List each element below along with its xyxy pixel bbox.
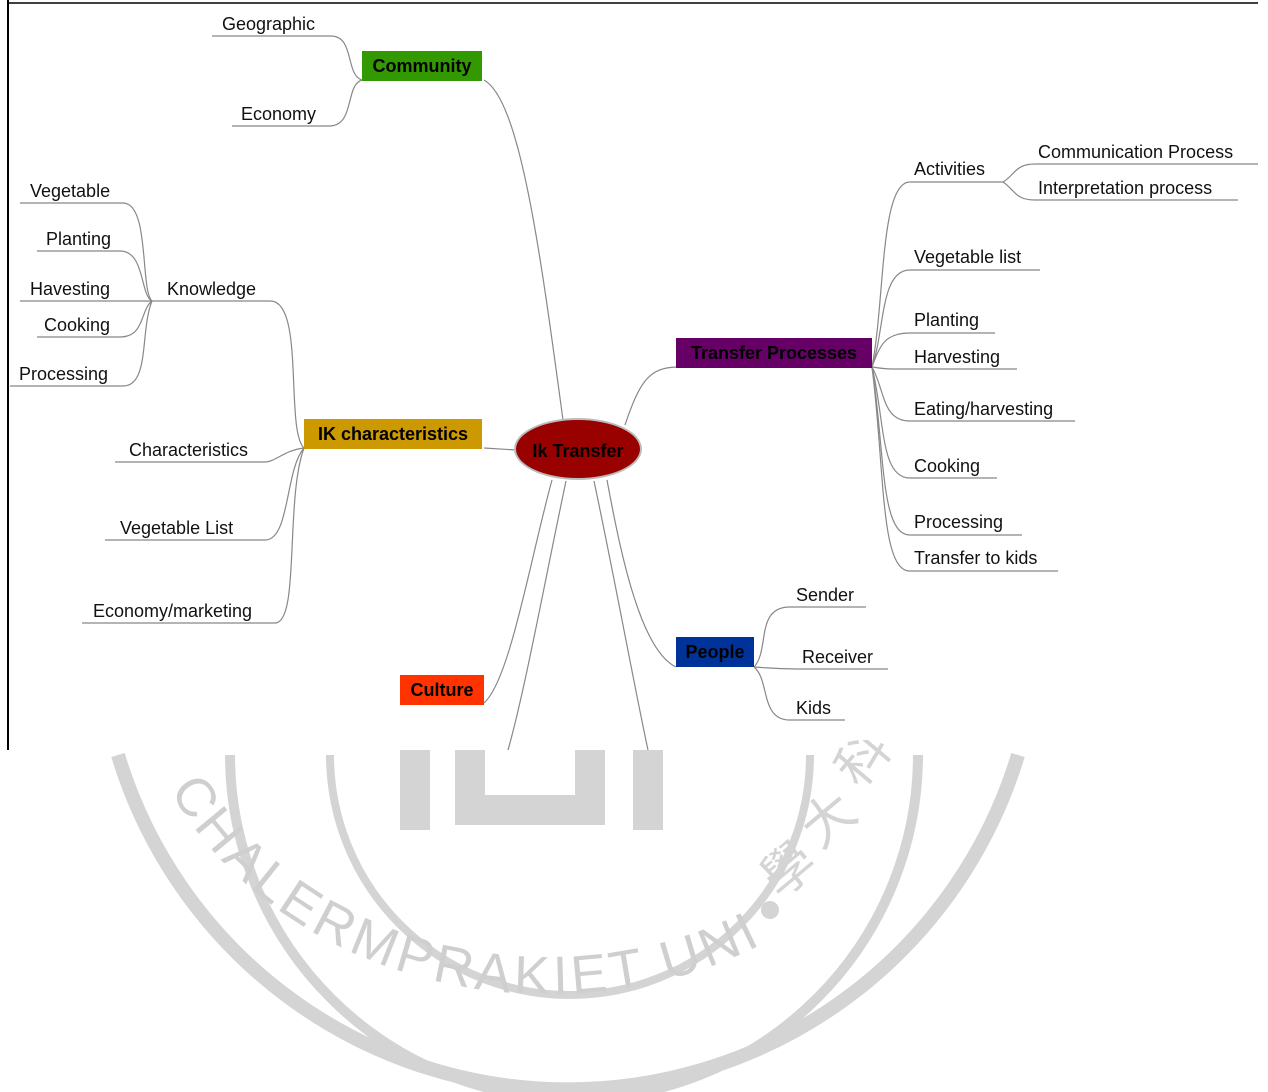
people-node: People [676, 637, 754, 667]
ik-child-vegetable-list: Vegetable List [120, 518, 234, 538]
knowledge-child-cooking: Cooking [44, 315, 111, 335]
people-child-sender: Sender [796, 585, 855, 605]
transfer-child-cooking: Cooking [914, 456, 981, 476]
activities-child-interpretation: Interpretation process [1038, 178, 1213, 198]
transfer-child-planting: Planting [914, 310, 980, 330]
central-node-label: Ik Transfer [532, 441, 624, 461]
knowledge-child-processing: Processing [19, 364, 109, 384]
activities-child-communication: Communication Process [1038, 142, 1234, 162]
culture-node: Culture [400, 675, 484, 705]
people-child-kids: Kids [796, 698, 832, 718]
knowledge-child-vegetable: Vegetable [30, 181, 111, 201]
knowledge-child-planting: Planting [46, 229, 112, 249]
community-child-geographic: Geographic [222, 14, 316, 34]
community-child-economy: Economy [241, 104, 317, 124]
knowledge-node: Knowledge [167, 279, 257, 299]
people-child-receiver: Receiver [802, 647, 874, 667]
university-seal-watermark: CHALERMPRAKIET UNIVERSITY 大 學 科 [0, 740, 1025, 1092]
activities-node: Activities [914, 159, 986, 179]
transfer-child-harvesting: Harvesting [914, 347, 1001, 367]
ik-child-characteristics: Characteristics [129, 440, 249, 460]
transfer-child-transfer-to-kids: Transfer to kids [914, 548, 1038, 568]
central-node [514, 418, 642, 480]
knowledge-child-havesting: Havesting [30, 279, 111, 299]
transfer-child-vegetable-list: Vegetable list [914, 247, 1022, 267]
ik-child-economy-marketing: Economy/marketing [93, 601, 253, 621]
mind-map: Ik Transfer Community IK characteristics… [7, 0, 1258, 750]
ik-characteristics-node: IK characteristics [304, 419, 482, 449]
transfer-child-eating-harvesting: Eating/harvesting [914, 399, 1054, 419]
transfer-processes-node: Transfer Processes [676, 338, 872, 368]
transfer-child-processing: Processing [914, 512, 1004, 532]
community-node: Community [362, 51, 482, 81]
mind-map-connectors [7, 0, 1258, 750]
